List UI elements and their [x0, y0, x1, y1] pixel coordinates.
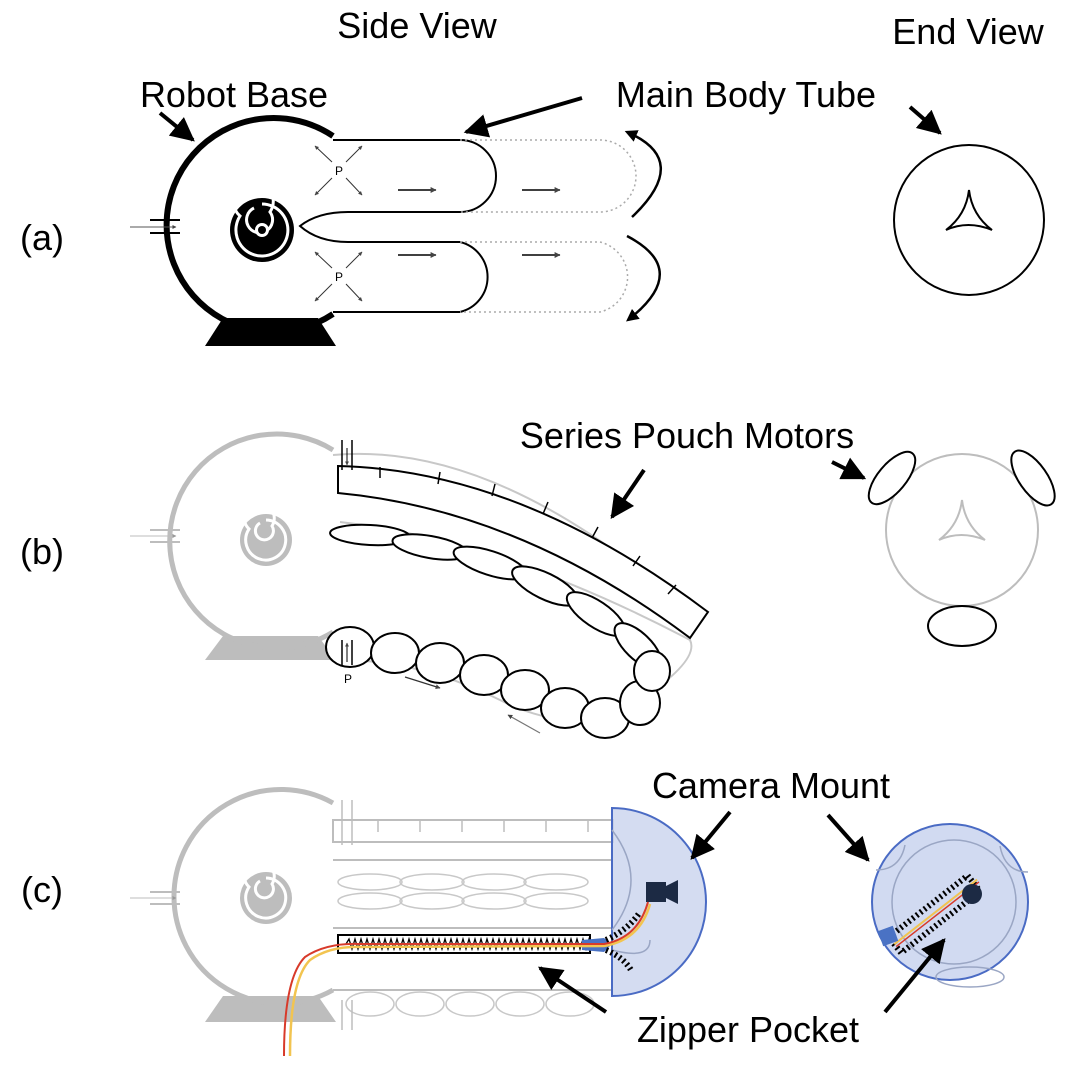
pressure-label-lower: P — [335, 270, 343, 284]
main-body-tube-label: Main Body Tube — [616, 74, 876, 115]
spool-spiral-faded — [240, 859, 292, 924]
spool-spiral-faded — [240, 501, 292, 566]
camera-wire-yellow — [288, 903, 652, 1057]
tube-extension-dotted — [460, 139, 637, 313]
end-view-pouch-pointer — [831, 457, 867, 480]
end-view-fold — [945, 189, 993, 231]
series-pouch-motors-pointer — [610, 468, 646, 519]
side-view-header: Side View — [337, 5, 497, 46]
panel-c-side-view: Camera Mount Zipper Pocket — [130, 765, 890, 1057]
robot-base-pointer — [158, 111, 195, 142]
camera-icon — [962, 884, 982, 904]
robot-base-label: Robot Base — [140, 74, 328, 115]
panel-label-c: (c) — [21, 869, 63, 910]
panel-a-end-view — [893, 105, 1045, 296]
series-pouch-motors-label: Series Pouch Motors — [520, 415, 854, 456]
panel-label-a: (a) — [20, 217, 64, 258]
end-view-pouch-bottom — [927, 605, 997, 647]
panel-b-end-view — [831, 449, 1056, 647]
panel-label-b: (b) — [20, 531, 64, 572]
spool-spiral — [230, 179, 294, 262]
camera-wire-red — [283, 901, 649, 1057]
main-body-tube — [298, 139, 497, 313]
panel-b-side-view: P Series Pouch Motors — [130, 415, 854, 739]
end-view-zipper-slider — [877, 925, 899, 947]
main-body-tube-pointer — [463, 96, 583, 138]
pressure-label-upper: P — [335, 164, 343, 178]
flow-arrow — [507, 714, 541, 734]
pressure-symbol-lower: P — [314, 251, 363, 302]
end-view-header: End View — [892, 11, 1044, 52]
pressure-label-b: P — [344, 672, 352, 686]
series-pouch-chain-mid — [329, 523, 663, 670]
flow-arrow — [404, 676, 441, 689]
panel-c-end-view — [826, 813, 1029, 1014]
series-pouch-chain-lower — [325, 626, 671, 739]
eversion-arrow-lower — [626, 234, 661, 322]
eversion-arrow-upper — [624, 130, 662, 218]
series-pouch-strip-upper — [337, 464, 710, 640]
end-view-pouch-left — [867, 450, 917, 506]
camera-mount-label-side: Camera Mount — [652, 765, 890, 806]
pressure-symbol-upper: P — [314, 145, 363, 196]
end-view-pointer — [908, 105, 942, 135]
zipper-pocket-pointer-end — [883, 938, 946, 1014]
zipper-pocket-label: Zipper Pocket — [637, 1009, 859, 1050]
camera-mount-pointer-end — [826, 813, 870, 862]
end-view-tube-circle — [893, 144, 1045, 296]
camera-mount-pointer-side — [690, 810, 732, 860]
zipper-pocket-pointer-side — [538, 966, 608, 1014]
robot-base-shell — [163, 115, 335, 335]
panel-a-side-view: P P Robot Base Main Body Tube — [130, 74, 876, 346]
camera-icon — [646, 880, 678, 904]
end-view-pouch-right — [1010, 449, 1056, 507]
